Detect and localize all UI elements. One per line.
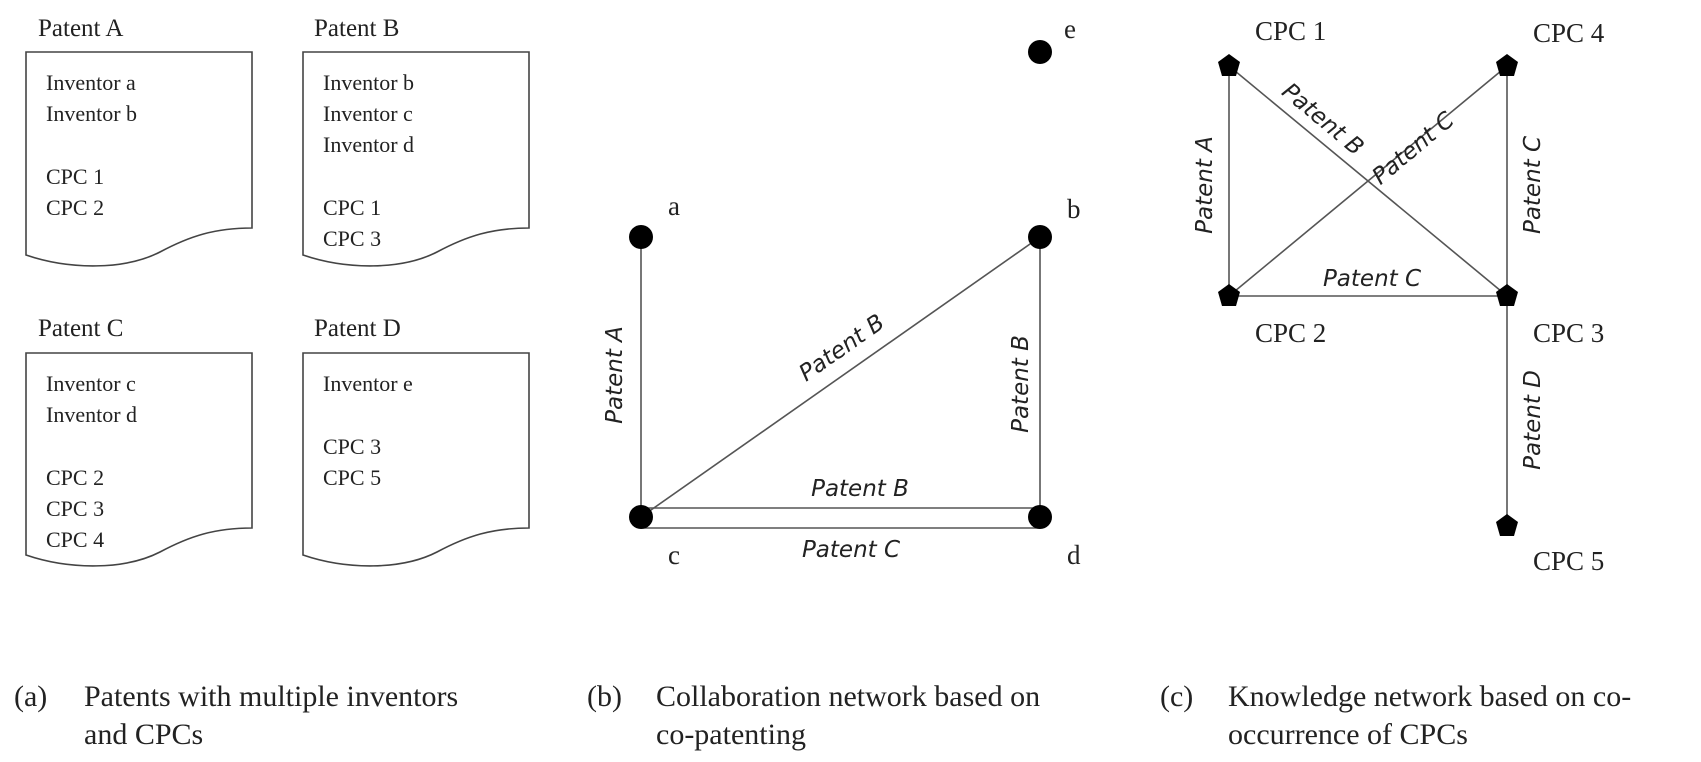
doc-line: CPC 4 [46, 527, 104, 552]
edge-label-a-c: Patent A [602, 326, 628, 424]
node-label-cpc1: CPC 1 [1255, 16, 1326, 46]
doc-line: Inventor e [323, 371, 413, 396]
edge-label-c-d-c: Patent C [802, 537, 900, 563]
patent-doc-a: Patent A Inventor a Inventor b CPC 1 CPC… [25, 15, 253, 267]
caption-b-line1: Collaboration network based on [656, 680, 1040, 713]
edge-label-cpc3-cpc5: Patent D [1520, 370, 1546, 470]
caption-letter-b: (b) [587, 680, 622, 713]
edge-label-c-d-b: Patent B [811, 476, 909, 502]
panel-a: Patent A Inventor a Inventor b CPC 1 CPC… [14, 15, 530, 751]
caption-b-line2: co-patenting [656, 718, 806, 751]
caption-a-line1: Patents with multiple inventors [84, 680, 458, 713]
caption-letter-c: (c) [1160, 680, 1193, 713]
patent-doc-c: Patent C Inventor c Inventor d CPC 2 CPC… [25, 315, 253, 567]
edge-label-cpc1-cpc2: Patent A [1192, 136, 1218, 234]
node-label-cpc5: CPC 5 [1533, 546, 1604, 576]
node-label-e: e [1064, 14, 1076, 44]
node-b [1028, 225, 1052, 249]
node-label-cpc4: CPC 4 [1533, 18, 1605, 48]
doc-line: CPC 3 [46, 496, 104, 521]
panel-c: CPC 1 CPC 2 CPC 3 CPC 4 CPC 5 Patent A P… [1160, 16, 1631, 751]
doc-line: CPC 1 [323, 195, 381, 220]
patent-doc-b: Patent B Inventor b Inventor c Inventor … [302, 15, 530, 267]
node-cpc4 [1496, 54, 1518, 76]
node-cpc3 [1496, 284, 1518, 306]
caption-c-line2: occurrence of CPCs [1228, 718, 1468, 751]
doc-line: CPC 5 [323, 465, 381, 490]
node-c [629, 505, 653, 529]
edge-b-c [640, 236, 1041, 518]
node-label-c: c [668, 540, 680, 570]
node-d [1028, 505, 1052, 529]
edge-label-cpc3-cpc4: Patent C [1520, 136, 1546, 234]
doc-line: CPC 1 [46, 164, 104, 189]
edge-label-cpc2-cpc4: Patent C [1368, 107, 1460, 190]
panel-b: a b c d e Patent A Patent B Patent B Pat… [587, 14, 1081, 751]
doc-line: CPC 2 [46, 465, 104, 490]
node-label-a: a [668, 191, 680, 221]
doc-title: Patent A [38, 15, 123, 42]
node-a [629, 225, 653, 249]
doc-title: Patent B [314, 15, 399, 42]
doc-line: Inventor d [323, 132, 414, 157]
edge-label-b-d: Patent B [1008, 335, 1034, 433]
doc-title: Patent C [38, 315, 123, 342]
node-label-d: d [1067, 540, 1081, 570]
node-label-cpc2: CPC 2 [1255, 318, 1326, 348]
doc-title: Patent D [314, 315, 401, 342]
doc-line: CPC 2 [46, 195, 104, 220]
doc-line: CPC 3 [323, 226, 381, 251]
doc-line: Inventor c [323, 101, 413, 126]
node-e [1028, 40, 1052, 64]
caption-a-line2: and CPCs [84, 718, 203, 751]
patent-doc-d: Patent D Inventor e CPC 3 CPC 5 [302, 315, 530, 567]
doc-line: Inventor a [46, 70, 136, 95]
doc-line: Inventor b [46, 101, 137, 126]
doc-line: CPC 3 [323, 434, 381, 459]
doc-line: Inventor c [46, 371, 136, 396]
doc-line: Inventor d [46, 402, 137, 427]
doc-line: Inventor b [323, 70, 414, 95]
node-cpc2 [1218, 284, 1240, 306]
caption-letter-a: (a) [14, 680, 47, 713]
edge-cpc2-cpc4 [1228, 65, 1508, 297]
node-cpc5 [1496, 514, 1518, 536]
caption-c-line1: Knowledge network based on co- [1228, 680, 1631, 713]
node-cpc1 [1218, 54, 1240, 76]
node-label-b: b [1067, 194, 1081, 224]
node-label-cpc3: CPC 3 [1533, 318, 1604, 348]
edge-label-cpc1-cpc3: Patent B [1277, 78, 1369, 161]
edge-label-cpc2-cpc3: Patent C [1323, 266, 1421, 292]
